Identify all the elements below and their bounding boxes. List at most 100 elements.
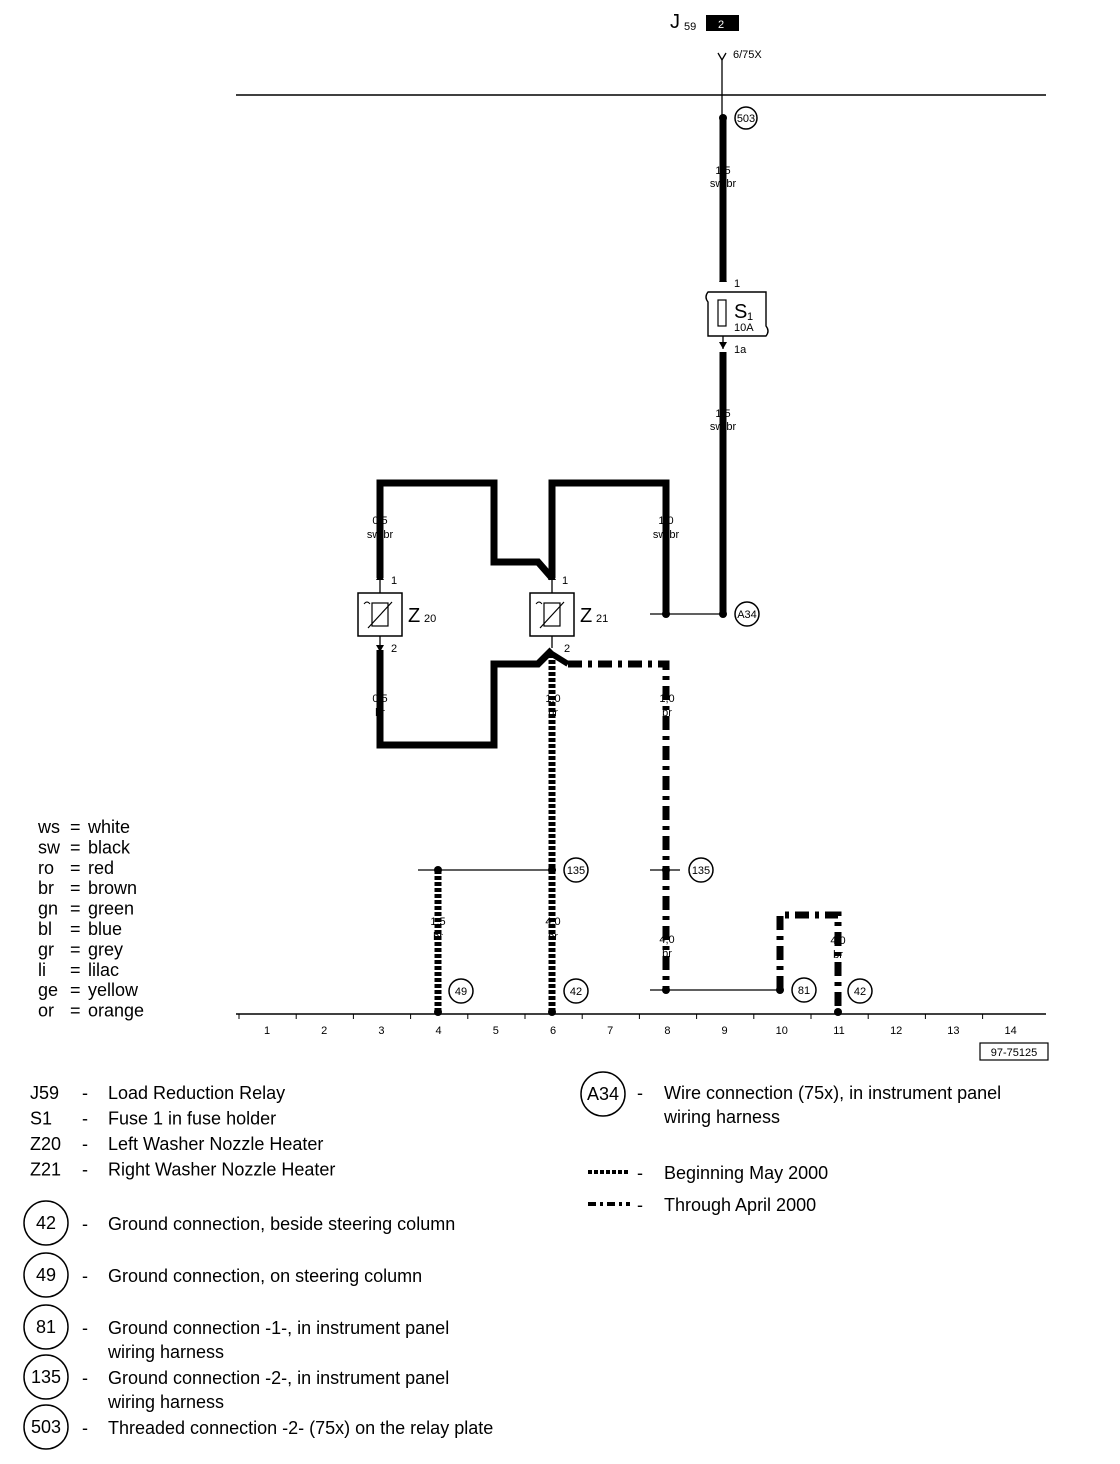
connector-135-label: 135 <box>692 865 710 877</box>
legend-ground-icon <box>23 1252 69 1298</box>
wire-gauge-label: 0,5 <box>372 693 387 705</box>
connector-a34-label: A34 <box>737 609 757 621</box>
relay-badge-box <box>706 15 739 31</box>
track-number: 4 <box>436 1025 442 1037</box>
fuse-name: S <box>734 301 747 323</box>
track-number: 13 <box>947 1025 959 1037</box>
legend-dash: - <box>82 1266 88 1286</box>
legend-ground-line1: Threaded connection -2- (75x) on the rel… <box>108 1418 493 1438</box>
relay-badge: 2 <box>718 19 724 31</box>
legend-ground-code: 503 <box>31 1417 61 1437</box>
color-code-name: lilac <box>88 960 119 980</box>
color-code-eq: = <box>70 1001 81 1021</box>
legend-a34-line2: wiring harness <box>663 1107 780 1127</box>
wire-color-label: sw/br <box>367 529 394 541</box>
wire-gauge-label: 1,0 <box>658 515 673 527</box>
legend-dash: - <box>82 1160 88 1180</box>
legend-dash: - <box>82 1418 88 1438</box>
track-number: 5 <box>493 1025 499 1037</box>
color-code-name: white <box>87 817 130 837</box>
diagram-code: 97-75125 <box>991 1047 1038 1059</box>
legend-component-code: S1 <box>30 1109 52 1129</box>
wire-gauge-label: 1,5 <box>715 408 730 420</box>
junction-dot <box>662 866 670 874</box>
z20-sub: 20 <box>424 613 436 625</box>
track-number: 14 <box>1004 1025 1016 1037</box>
legend-ground-line1: Ground connection -2-, in instrument pan… <box>108 1368 449 1388</box>
legend-ground-code: 42 <box>36 1213 56 1233</box>
connector-a34-icon <box>734 601 760 627</box>
track-number: 2 <box>321 1025 327 1037</box>
track-number: 1 <box>264 1025 270 1037</box>
connector-81-icon <box>791 977 817 1003</box>
connector-42-label: 42 <box>570 986 582 998</box>
color-code-abbr: gr <box>38 939 54 959</box>
color-code-abbr: bl <box>38 919 52 939</box>
track-number: 11 <box>833 1025 844 1037</box>
legend-ground-line1: Ground connection -1-, in instrument pan… <box>108 1318 449 1338</box>
connector-81-label: 81 <box>798 985 810 997</box>
pin-arrow-icon <box>719 275 727 282</box>
wire-color-label: br <box>548 707 558 719</box>
z21-sub: 21 <box>596 613 608 625</box>
pin-label: 1 <box>391 575 397 587</box>
connector-503-label: 503 <box>737 113 755 125</box>
legend-ground-code: 81 <box>36 1317 56 1337</box>
relay-sub: 59 <box>684 21 696 33</box>
junction-dot <box>719 114 727 122</box>
legend-component-desc: Left Washer Nozzle Heater <box>108 1134 323 1154</box>
z21-name: Z <box>580 605 592 627</box>
junction-dot <box>548 1008 556 1016</box>
color-code-abbr: ge <box>38 980 58 1000</box>
color-code-abbr: sw <box>38 837 61 857</box>
code-box <box>979 1042 1049 1061</box>
junction-dot <box>434 1008 442 1016</box>
pin-arrow-icon <box>376 573 384 580</box>
color-code-eq: = <box>70 837 81 857</box>
fuse-element-icon <box>717 299 727 327</box>
pin-arrow-icon <box>548 573 556 580</box>
color-code-abbr: ws <box>37 817 60 837</box>
connector-135-icon <box>688 857 714 883</box>
legend-dash: - <box>82 1109 88 1129</box>
color-code-eq: = <box>70 858 81 878</box>
legend-a34-line1: Wire connection (75x), in instrument pan… <box>664 1083 1001 1103</box>
wire-gauge-label: 0,5 <box>372 515 387 527</box>
wire-color-label: br <box>662 948 672 960</box>
legend-ground-icon <box>23 1354 69 1400</box>
connector-503-icon <box>734 106 758 130</box>
color-code-eq: = <box>70 878 81 898</box>
wire-color-label: sw/br <box>653 529 680 541</box>
wire-color-label: br <box>433 931 443 943</box>
wire-color-label: sw/br <box>710 178 737 190</box>
connector-arrow-icon <box>717 52 727 62</box>
legend-component-code: Z21 <box>30 1160 61 1180</box>
wire-gauge-label: 4,0 <box>830 935 845 947</box>
color-code-name: black <box>88 837 131 857</box>
color-code-list: ws=whitesw=blackro=redbr=browngn=greenbl… <box>37 817 144 1021</box>
wire-z21-alt-path <box>568 660 670 990</box>
color-code-abbr: li <box>38 960 46 980</box>
legend-dash: - <box>637 1163 643 1183</box>
legend-ground-icon <box>23 1404 69 1450</box>
wire-color-label: sw/br <box>710 421 737 433</box>
legend-grounds: 42-Ground connection, beside steering co… <box>23 1200 493 1450</box>
connector-42-label: 42 <box>854 986 866 998</box>
track-number: 3 <box>378 1025 384 1037</box>
wire-color-label: br <box>833 949 843 961</box>
legend-dash: - <box>82 1083 88 1103</box>
connector-42-icon <box>847 978 873 1004</box>
legend-ground-code: 49 <box>36 1265 56 1285</box>
pin-label: 1 <box>562 575 568 587</box>
color-code-eq: = <box>70 960 81 980</box>
wire-color-label: br <box>375 707 385 719</box>
connector-49-label: 49 <box>455 986 467 998</box>
connector-42-icon <box>563 978 589 1004</box>
pin-label: 2 <box>391 643 397 655</box>
z20-name: Z <box>408 605 420 627</box>
color-code-name: grey <box>88 939 123 959</box>
wire-gauge-label: 4,0 <box>545 916 560 928</box>
